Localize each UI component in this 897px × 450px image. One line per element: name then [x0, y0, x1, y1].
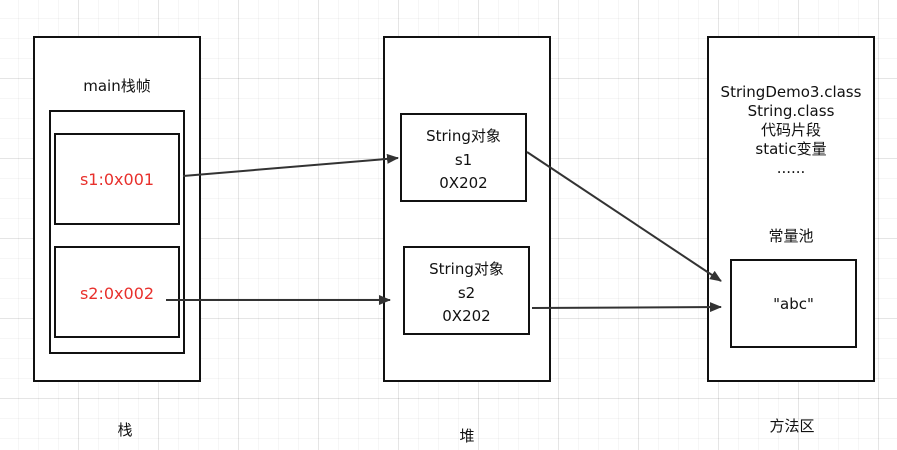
- s2-reference: s2:0x002: [79, 284, 155, 303]
- method-area-contents: StringDemo3.class String.class 代码片段 stat…: [707, 80, 875, 180]
- arrow-s1-to-heap-object: [182, 153, 399, 177]
- heap-object-s1-name: s1: [454, 151, 473, 169]
- heap-object-s2: [403, 246, 530, 335]
- method-area-item: 代码片段: [760, 120, 821, 139]
- method-area-item: ......: [776, 158, 806, 177]
- method-area-item: String.class: [747, 101, 835, 120]
- method-area-item: static变量: [755, 139, 827, 158]
- constant-pool-value: "abc": [773, 295, 814, 313]
- heap-object-s1-type: String对象: [426, 127, 501, 145]
- s1-variable-box: [54, 133, 180, 225]
- heap-object-s1-address: 0X202: [439, 174, 488, 192]
- constant-pool-label: 常量池: [768, 227, 814, 245]
- heap-object-s2-address: 0X202: [442, 307, 491, 325]
- heap-object-s2-type: String对象: [429, 260, 504, 278]
- method-area-caption: 方法区: [769, 417, 815, 435]
- arrow-heap-s1-to-constant-pool: [526, 151, 722, 282]
- heap-caption: 堆: [459, 427, 475, 445]
- heap-object-s2-name: s2: [457, 284, 476, 302]
- method-area-item: StringDemo3.class: [720, 82, 862, 101]
- main-frame-label: main栈帧: [83, 77, 151, 95]
- heap-object-s1: [400, 113, 527, 202]
- s2-variable-box: [54, 246, 180, 338]
- stack-caption: 栈: [117, 421, 133, 439]
- arrow-heap-s2-to-constant-pool: [531, 302, 722, 313]
- constant-pool: [730, 259, 857, 348]
- s1-reference: s1:0x001: [79, 170, 155, 189]
